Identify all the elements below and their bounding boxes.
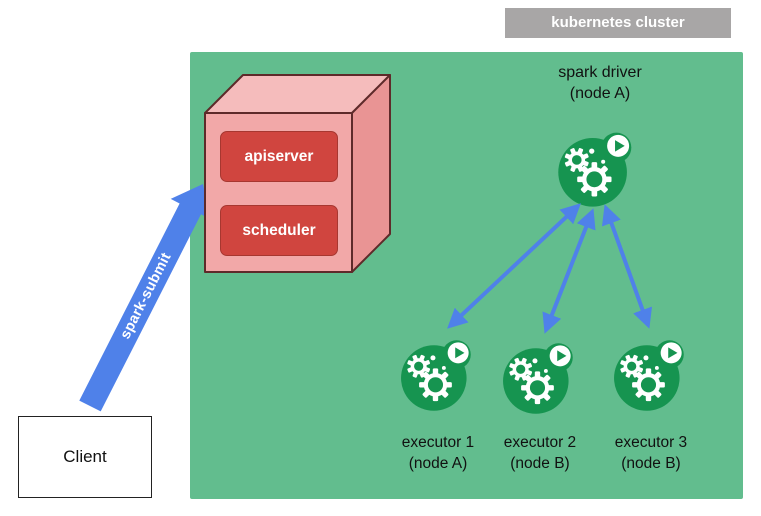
executor2-node: (node B) xyxy=(510,455,570,472)
scheduler-label: scheduler xyxy=(242,221,316,239)
executor2-label: executor 2 (node B) xyxy=(470,432,610,474)
spark-submit-label: spark-submit xyxy=(117,250,175,342)
spark-driver-label: spark driver (node A) xyxy=(510,62,690,104)
executor3-pod-icon xyxy=(609,331,693,415)
executor3-node: (node B) xyxy=(621,455,681,472)
spark-driver-node: (node A) xyxy=(569,85,631,102)
executor1-pod-icon xyxy=(396,331,480,415)
executor2-pod-icon xyxy=(498,334,582,418)
executor3-name: executor 3 xyxy=(614,434,688,451)
executor3-label: executor 3 (node B) xyxy=(581,432,721,474)
scheduler-box: scheduler xyxy=(220,205,338,256)
executor1-node: (node A) xyxy=(408,455,468,472)
client-box: Client xyxy=(18,416,152,498)
kubernetes-cluster-label: kubernetes cluster xyxy=(505,8,731,38)
spark-driver-name: spark driver xyxy=(558,64,642,81)
executor1-name: executor 1 xyxy=(401,434,475,451)
client-label: Client xyxy=(63,447,107,466)
spark-driver-pod-icon xyxy=(553,123,641,211)
apiserver-label: apiserver xyxy=(244,147,314,165)
apiserver-box: apiserver xyxy=(220,131,338,182)
executor1-label: executor 1 (node A) xyxy=(368,432,508,474)
executor2-name: executor 2 xyxy=(503,434,577,451)
